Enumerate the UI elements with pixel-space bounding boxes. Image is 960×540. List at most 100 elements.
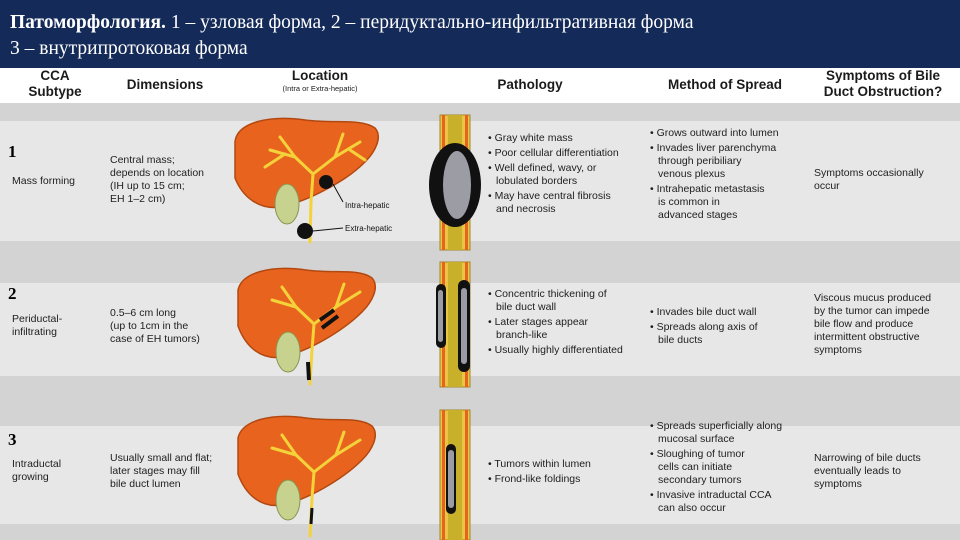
row-2-dimensions: 0.5–6 cm long (up to 1cm in the case of … (110, 307, 235, 346)
row-1-duct-section (429, 114, 481, 251)
wall-thickening-right-inner (461, 288, 467, 364)
col-header-location: Location (Intra or Extra-hepatic) (250, 68, 390, 93)
row-2-dimensions-line: case of EH tumors) (110, 333, 200, 345)
row-1-symptoms: Symptoms occasionally occur (814, 167, 954, 193)
band-2-bottom (0, 376, 960, 410)
header-line-1-text: 1 – узловая форма, 2 – перидуктально-инф… (165, 12, 694, 33)
row-3-dimensions-line: bile duct lumen (110, 478, 181, 490)
row-1-number: 1 (8, 142, 17, 161)
col-header-pathology: Pathology (497, 77, 563, 92)
row-3-pathology-item: • Tumors within lumen (488, 458, 591, 470)
row-1-dimensions-line: Central mass; (110, 154, 175, 166)
band-3 (0, 426, 960, 524)
row-2-dimensions-line: 0.5–6 cm long (110, 307, 176, 319)
row-2-liver-illustration (237, 267, 376, 386)
row-3-subtype-line: Intraductal (12, 458, 62, 470)
intrahepatic-tumor (319, 175, 333, 189)
row-1-pathology: • Gray white mass • Poor cellular differ… (488, 132, 648, 218)
row-1-liver-illustration: Intra-hepatic Extra-hepatic (234, 117, 392, 244)
liver-shape (234, 117, 379, 209)
row-3-subtype-line: growing (12, 471, 49, 483)
row-2-subtype-line: Periductal- (12, 313, 63, 325)
row-1-spread-item: • Grows outward into lumen (650, 127, 779, 139)
band-1-top (0, 103, 960, 121)
periductal-tumor (306, 361, 311, 381)
row-1-dimensions: Central mass; depends on location (IH up… (110, 154, 235, 206)
gallbladder-shape (274, 183, 300, 225)
row-1-pathology-item: • Poor cellular differentiation (488, 147, 619, 159)
slide-header: Патоморфология. 1 – узловая форма, 2 – п… (0, 0, 960, 68)
row-3-dimensions: Usually small and flat; later stages may… (110, 452, 235, 491)
liver-shape (237, 415, 376, 507)
gallbladder-shape (275, 331, 301, 373)
col-header-symptoms: Symptoms of Bile Duct Obstruction? (808, 68, 958, 100)
header-line-2: 3 – внутрипротоковая форма (10, 38, 248, 59)
col-header-spread: Method of Spread (668, 77, 782, 92)
row-3-symptoms-line: eventually leads to (814, 465, 901, 477)
band-3-top (0, 410, 960, 426)
liver-shape (237, 267, 376, 359)
row-3-number: 3 (8, 430, 17, 449)
row-2-subtype: Periductal- infiltrating (12, 313, 107, 339)
row-1-spread: • Grows outward into lumen • Invades liv… (650, 127, 810, 224)
extra-pointer (312, 227, 344, 232)
band-1-bottom (0, 241, 960, 265)
row-1-subtype: Mass forming (12, 175, 107, 188)
row-2-duct-section (436, 261, 471, 388)
row-1-pathology-item: • Gray white mass (488, 132, 573, 144)
row-2-dimensions-line: (up to 1cm in the (110, 320, 189, 332)
band-2-top (0, 265, 960, 283)
header-line-1: Патоморфология. 1 – узловая форма, 2 – п… (10, 10, 960, 36)
row-2-spread-item: • Invades bile duct wall (650, 306, 757, 318)
row-2-pathology-item: • Usually highly differentiated (488, 344, 623, 356)
periductal-tumor (320, 314, 340, 330)
row-2-symptoms-line: by the tumor can impede (814, 305, 930, 317)
periductal-tumor (318, 308, 336, 322)
duct-edge-right (465, 410, 468, 540)
wall-thickening-left-inner (438, 290, 443, 342)
col-header-subtype: CCA Subtype (10, 68, 100, 100)
row-2-symptoms-line: symptoms (814, 344, 862, 356)
col-header-location-sub: (Intra or Extra-hepatic) (282, 84, 358, 93)
mass-tumor-inner (443, 151, 471, 219)
row-1-symptoms-line: Symptoms occasionally (814, 167, 924, 179)
gallbladder-shape (275, 479, 301, 521)
label-intra-hepatic: Intra-hepatic (345, 201, 389, 210)
row-3-subtype: Intraductal growing (12, 458, 107, 484)
row-1-subtype-line: Mass forming (12, 175, 76, 187)
row-3-pathology-item: • Frond-like foldings (488, 473, 581, 485)
col-header-location-title: Location (291, 68, 349, 83)
row-2-symptoms-line: bile flow and produce (814, 318, 914, 330)
band-2 (0, 283, 960, 376)
col-header-dimensions: Dimensions (126, 77, 204, 92)
intraductal-mass-inner (448, 450, 454, 508)
row-3-dimensions-line: later stages may fill (110, 465, 200, 477)
row-1-dimensions-line: (IH up to 15 cm; (110, 180, 185, 192)
label-extra-hepatic: Extra-hepatic (345, 224, 392, 233)
row-3-symptoms-line: symptoms (814, 478, 862, 490)
row-1-symptoms-line: occur (814, 180, 840, 192)
col-header-subtype-line-1: CCA (40, 68, 70, 83)
col-header-symptoms-line-2: Duct Obstruction? (823, 84, 943, 99)
row-3-pathology: • Tumors within lumen • Frond-like foldi… (488, 458, 648, 488)
row-2-subtype-line: infiltrating (12, 326, 57, 338)
row-1-dimensions-line: EH 1–2 cm) (110, 193, 166, 205)
extrahepatic-tumor (297, 223, 313, 239)
row-3-symptoms: Narrowing of bile ducts eventually leads… (814, 452, 959, 491)
band-3-bottom (0, 524, 960, 540)
row-2-symptoms: Viscous mucus produced by the tumor can … (814, 292, 959, 357)
row-2-symptoms-line: intermittent obstructive (814, 331, 920, 343)
row-2-symptoms-line: Viscous mucus produced (814, 292, 932, 304)
row-2-number: 2 (8, 284, 17, 303)
duct-edge-left (442, 410, 445, 540)
